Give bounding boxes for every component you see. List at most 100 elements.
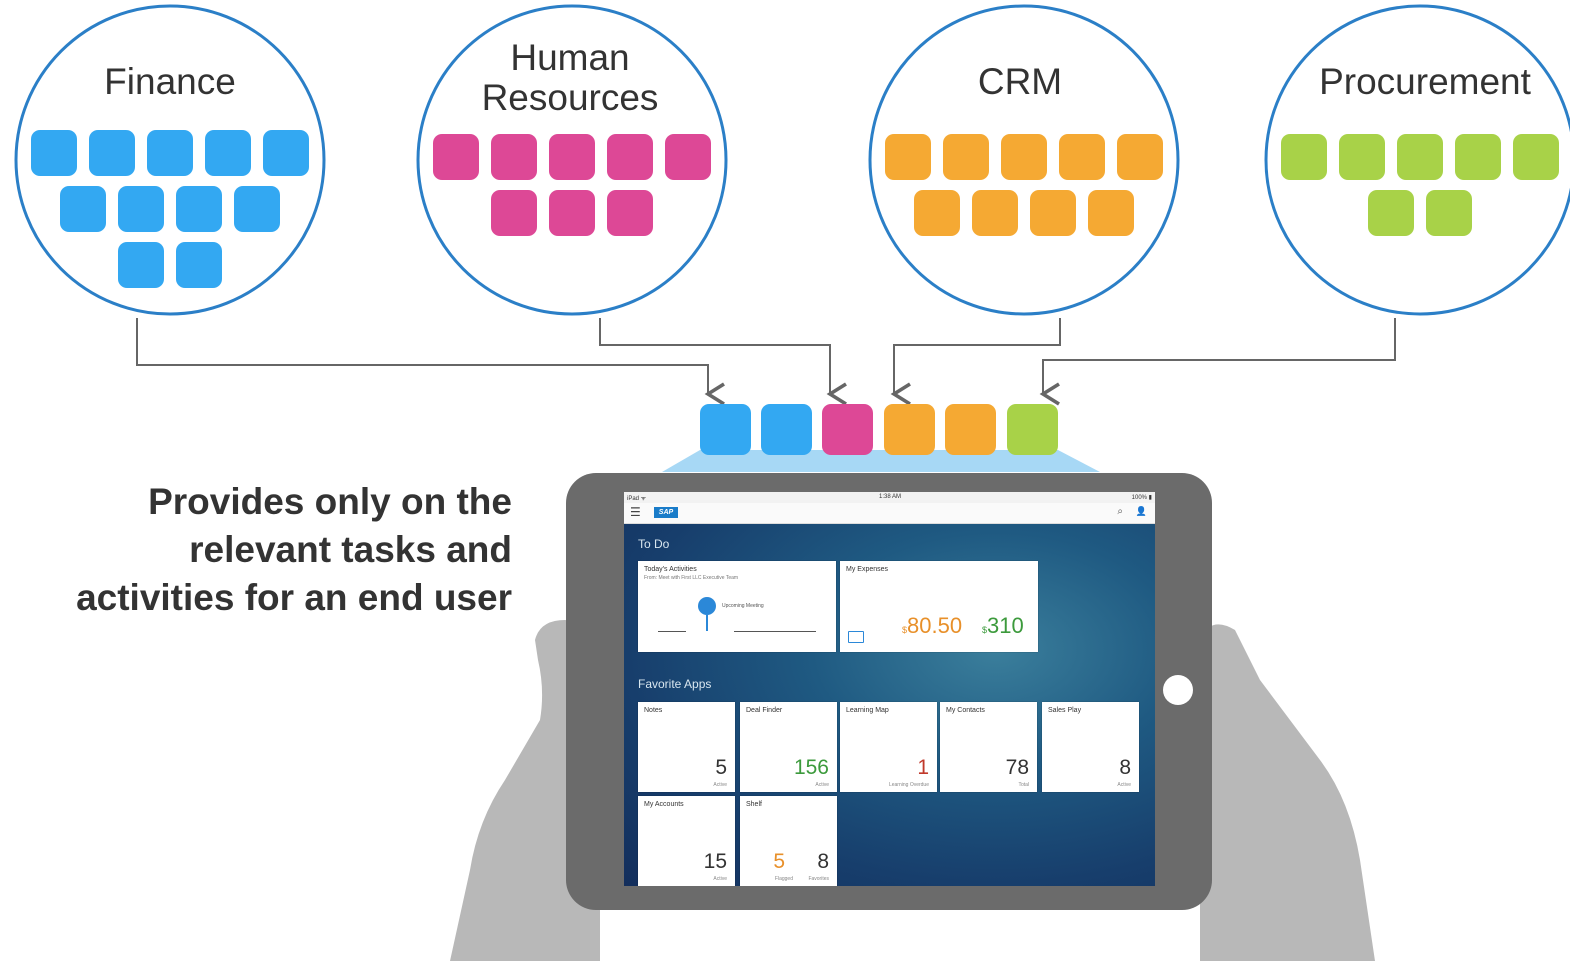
tablet-screen: iPad ᯤ 1:38 AM 100% ▮ ☰ SAP ⌕ 👤 To Do To… xyxy=(624,492,1155,886)
left-hand xyxy=(450,620,600,961)
connector-procurement xyxy=(1039,318,1396,406)
app-square-crm xyxy=(914,190,960,236)
tile-number: 1 xyxy=(917,756,929,779)
app-square-crm xyxy=(943,134,989,180)
tile-unit: Learning Overdue xyxy=(888,782,929,788)
app-square-procurement xyxy=(1426,190,1472,236)
user-icon[interactable]: 👤 xyxy=(1135,506,1147,516)
tile-title: Sales Play xyxy=(1048,707,1082,714)
selected-app-square-hr xyxy=(822,404,873,455)
app-square-finance xyxy=(147,130,193,176)
tile-title: Learning Map xyxy=(846,707,889,714)
tile-unit-2: Favorites xyxy=(808,876,829,882)
todo-section-title: To Do xyxy=(638,537,670,551)
tile-unit: Active xyxy=(815,782,829,788)
app-square-procurement xyxy=(1513,134,1559,180)
selected-app-square-procurement xyxy=(1007,404,1058,455)
tile-title: Deal Finder xyxy=(746,707,783,714)
timeline-line-right xyxy=(734,631,816,632)
app-square-finance xyxy=(60,186,106,232)
tile-number: 15 xyxy=(703,850,727,873)
app-square-hr xyxy=(549,134,595,180)
tagline: Provides only on the relevant tasks and … xyxy=(76,481,512,618)
todays-activities-tile[interactable]: Today's Activities From: Meet with First… xyxy=(638,561,836,652)
module-finance-title: Finance xyxy=(104,61,236,102)
module-crm-title: CRM xyxy=(977,61,1063,102)
currency-symbol: $ xyxy=(902,625,908,635)
tile-number: 5 xyxy=(773,850,785,873)
tile-subtitle: From: Meet with First LLC Executive Team xyxy=(644,575,739,581)
app-square-procurement xyxy=(1368,190,1414,236)
connector-finance xyxy=(136,318,725,406)
sap-logo[interactable]: SAP xyxy=(654,507,678,518)
app-square-procurement xyxy=(1397,134,1443,180)
selected-app-square-crm xyxy=(884,404,935,455)
connector-crm xyxy=(890,318,1061,406)
tile-title: My Expenses xyxy=(846,566,889,573)
tile-number: 156 xyxy=(793,756,829,779)
card-icon xyxy=(848,631,864,643)
shell-bar: ☰ SAP ⌕ 👤 xyxy=(624,503,1155,524)
tile-title: My Accounts xyxy=(644,801,684,808)
app-square-crm xyxy=(1059,134,1105,180)
module-procurement-title: Procurement xyxy=(1319,61,1531,102)
app-square-procurement xyxy=(1281,134,1327,180)
module-hr-title: Human Resources xyxy=(481,37,659,118)
connector-lines xyxy=(136,318,1396,406)
app-square-procurement xyxy=(1339,134,1385,180)
tile-number-2: 8 xyxy=(817,850,829,873)
tile-title: Shelf xyxy=(746,801,762,808)
selected-app-square-finance xyxy=(700,404,751,455)
tile-unit: Flagged xyxy=(774,876,793,882)
app-square-hr xyxy=(607,190,653,236)
app-square-crm xyxy=(972,190,1018,236)
my-expenses-tile[interactable]: My Expenses $80.50 $310 xyxy=(840,561,1038,652)
app-square-finance xyxy=(176,242,222,288)
selected-app-square-finance xyxy=(761,404,812,455)
right-hand xyxy=(1200,624,1375,961)
expense-value-1: 80.50 xyxy=(907,613,963,638)
tile-unit: Active xyxy=(713,782,727,788)
tablet-home-button xyxy=(1163,675,1193,705)
expense-amount-2: $310 xyxy=(982,613,1024,639)
app-square-crm xyxy=(1088,190,1134,236)
search-icon[interactable]: ⌕ xyxy=(1117,506,1123,517)
app-square-finance xyxy=(89,130,135,176)
app-square-finance xyxy=(118,242,164,288)
app-square-finance xyxy=(234,186,280,232)
tile-title: My Contacts xyxy=(946,707,985,714)
menu-icon[interactable]: ☰ xyxy=(630,505,641,519)
app-square-crm xyxy=(885,134,931,180)
tile-number: 78 xyxy=(1005,756,1029,779)
app-square-hr xyxy=(549,190,595,236)
tile-unit: Active xyxy=(1117,782,1131,788)
app-square-finance xyxy=(205,130,251,176)
expense-value-2: 310 xyxy=(987,613,1024,638)
tile-unit: Active xyxy=(713,876,727,882)
app-square-finance xyxy=(176,186,222,232)
tile-title: Notes xyxy=(644,707,663,714)
tile-unit: Total xyxy=(1018,782,1029,788)
app-square-finance xyxy=(263,130,309,176)
tile-number: 8 xyxy=(1119,756,1131,779)
app-square-finance xyxy=(118,186,164,232)
tile-number: 5 xyxy=(715,756,727,779)
timeline-line-left xyxy=(658,631,686,632)
currency-symbol: $ xyxy=(982,625,988,635)
app-square-crm xyxy=(1030,190,1076,236)
status-battery: 100% ▮ xyxy=(1131,495,1152,501)
connector-hr xyxy=(599,318,847,406)
favorites-section-title: Favorite Apps xyxy=(638,677,712,691)
selected-app-square-crm xyxy=(945,404,996,455)
app-square-hr xyxy=(665,134,711,180)
timeline-marker-icon xyxy=(698,597,716,615)
app-square-procurement xyxy=(1455,134,1501,180)
